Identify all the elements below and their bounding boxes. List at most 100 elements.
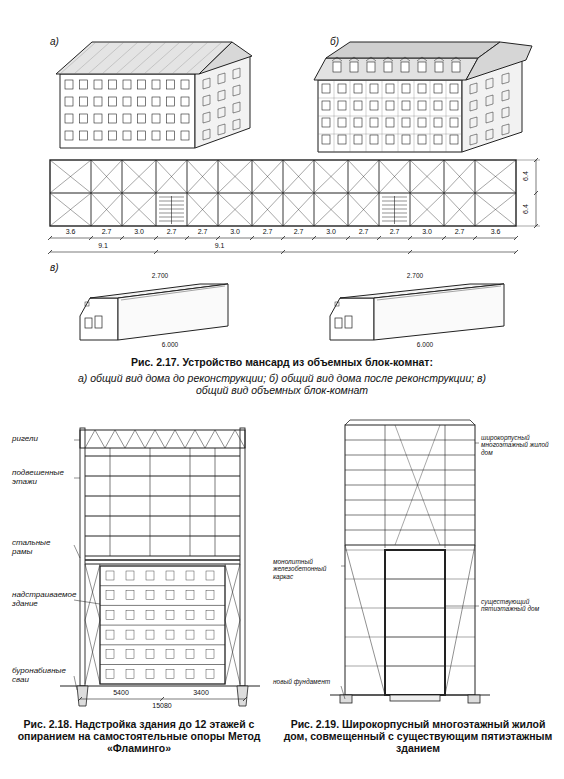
line-stroke [91,160,122,193]
outline [203,78,210,89]
line-stroke [252,193,283,226]
line-stroke [348,193,379,226]
line-stroke [445,550,475,551]
rect-stroke [322,101,330,110]
line-stroke [281,250,285,254]
rect-stroke [386,84,394,93]
line-stroke [445,606,479,607]
outline [502,90,509,101]
line-stroke [345,544,475,545]
rect-stroke [335,318,342,328]
outline [470,83,477,94]
rect-stroke [345,316,352,328]
outline [502,73,509,84]
line-stroke [385,637,445,638]
line-stroke [74,600,100,604]
line-stroke [252,160,283,193]
rect-stroke [126,571,134,580]
line-stroke [85,564,240,565]
outline [470,134,477,145]
line-stroke [434,57,439,61]
line-stroke [218,193,252,226]
line-stroke [408,236,412,240]
rect-stroke [152,114,160,123]
outline [237,686,248,706]
rect-stroke [80,430,245,448]
line-stroke [91,193,122,226]
rect-stroke [166,591,174,600]
outline [466,42,532,80]
line-stroke [215,448,216,556]
line-stroke [122,193,156,226]
line-stroke [205,430,215,448]
outline [314,58,478,80]
rect-stroke [385,550,445,695]
outline [218,90,225,101]
rect-stroke [109,80,117,89]
rect-stroke [80,428,85,686]
line-stroke [130,42,166,74]
figure-caption: Рис. 2.19. Широкорпусный многоэтажный жи… [282,718,554,754]
line-stroke [516,160,540,161]
rect-stroke [401,62,409,72]
line-stroke [215,430,225,448]
line-stroke [442,236,446,240]
line-stroke [385,579,445,580]
outline [233,102,240,113]
line-stroke [395,425,440,545]
rect-stroke [186,630,194,639]
rect-stroke [435,62,443,72]
line-stroke [85,476,240,477]
dimension-label: 9.1 [205,242,235,250]
rect-stroke [152,97,160,106]
line-stroke [318,116,462,117]
line-stroke [165,430,175,448]
line-stroke [445,608,475,609]
line-stroke [314,160,348,193]
dimension-label: новый фундамент [273,678,339,685]
rect-stroke [123,97,131,106]
line-stroke [218,160,252,193]
rect-stroke [65,80,73,89]
line-stroke [252,160,283,193]
line-stroke [88,42,124,74]
rect-stroke [338,135,346,144]
rect-stroke [354,101,362,110]
line-stroke [225,564,240,620]
rect-stroke [186,670,194,679]
rect-stroke [146,630,154,639]
line-stroke [385,666,445,667]
line-stroke [95,430,105,448]
line-stroke [100,625,225,626]
outline [486,112,493,123]
line-stroke [235,430,245,448]
rect-stroke [152,80,160,89]
line-stroke [74,440,80,441]
dimension-label: 6.4 [522,199,530,219]
line-stroke [283,160,314,193]
line-stroke [60,685,260,686]
rect-stroke [123,131,131,140]
outline [233,68,240,79]
line-stroke [91,193,122,226]
rect-stroke [402,101,410,110]
line-stroke [345,608,385,609]
rect-stroke [106,670,114,679]
rect-stroke [370,101,378,110]
rect-stroke [384,62,392,72]
line-stroke [89,236,93,240]
line-stroke [91,160,122,193]
line-stroke [345,500,475,501]
line-stroke [312,236,316,240]
line-stroke [475,443,479,444]
rect-stroke [146,591,154,600]
line-stroke [85,496,240,497]
rect-stroke [345,425,475,695]
line-stroke [445,545,475,695]
rect-stroke [186,610,194,619]
outline [470,117,477,128]
rect-stroke [181,131,189,140]
rect-stroke [100,566,225,684]
rect-stroke [166,610,174,619]
dimension-label: 2.7 [253,228,283,236]
